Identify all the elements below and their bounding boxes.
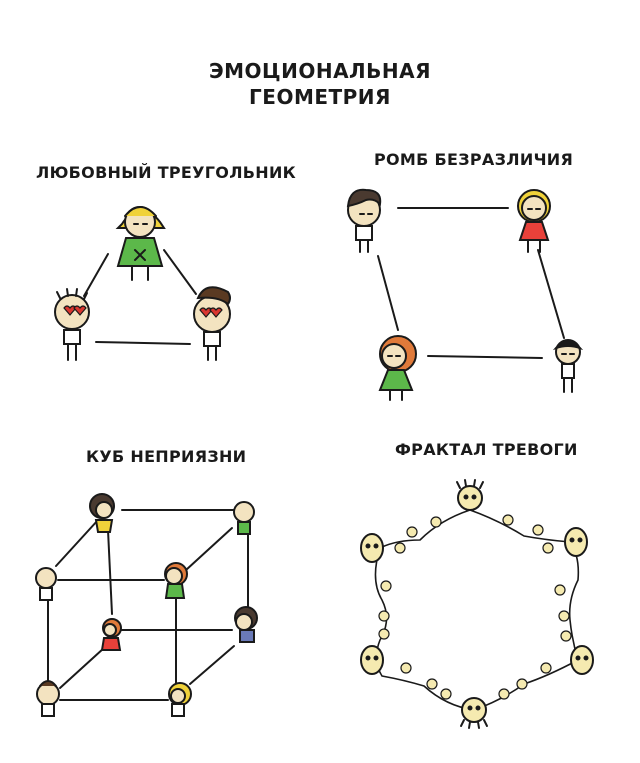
anxious-face-bottom <box>460 697 488 729</box>
panel-label-love-triangle: ЛЮБОВНЫЙ ТРЕУГОЛЬНИК <box>36 163 297 182</box>
cube-person-front-top-right <box>164 562 188 599</box>
anxious-face-right <box>564 527 588 557</box>
lovestruck-boy-left-figure <box>54 288 90 361</box>
panel-label-cube-hostility: КУБ НЕПРИЯЗНИ <box>86 447 247 466</box>
anxiety-fractal-diagram <box>374 509 580 711</box>
anxious-face-bottom-right <box>570 645 594 675</box>
cube-person-top-back-right <box>233 501 255 535</box>
cube-person-front-bottom-left <box>36 680 60 717</box>
anxious-mini-faces <box>378 514 572 700</box>
cube-person-front-bottom-right <box>168 682 192 717</box>
cube-diagram <box>47 509 249 701</box>
comic-title-line1: ЭМОЦИОНАЛЬНАЯ <box>208 59 432 83</box>
panel-label-rhombus-indifference: РОМБ БЕЗРАЗЛИЧИЯ <box>374 150 574 169</box>
cube-person-back-bottom-left <box>100 618 122 651</box>
anxious-face-top <box>456 479 484 511</box>
rhombus-diagram <box>377 207 565 359</box>
comic-title-line2: ГЕОМЕТРИЯ <box>249 85 391 109</box>
cube-person-front-top-left <box>35 567 57 601</box>
ginger-girl-figure <box>378 335 417 401</box>
curly-hair-person-figure <box>346 188 382 253</box>
anxious-face-bottom-left <box>360 645 384 675</box>
dark-hair-boy-figure <box>552 339 584 393</box>
blonde-girl-red-dress-figure <box>517 189 551 253</box>
panel-label-anxiety-fractal: ФРАКТАЛ ТРЕВОГИ <box>395 440 578 459</box>
anxious-face-left <box>360 533 384 563</box>
blonde-girl-figure <box>115 206 166 281</box>
lovestruck-boy-right-figure <box>193 286 231 361</box>
cube-person-top-back-left <box>89 493 115 533</box>
love-triangle-diagram <box>83 249 197 345</box>
cube-person-back-bottom-right <box>234 606 258 643</box>
